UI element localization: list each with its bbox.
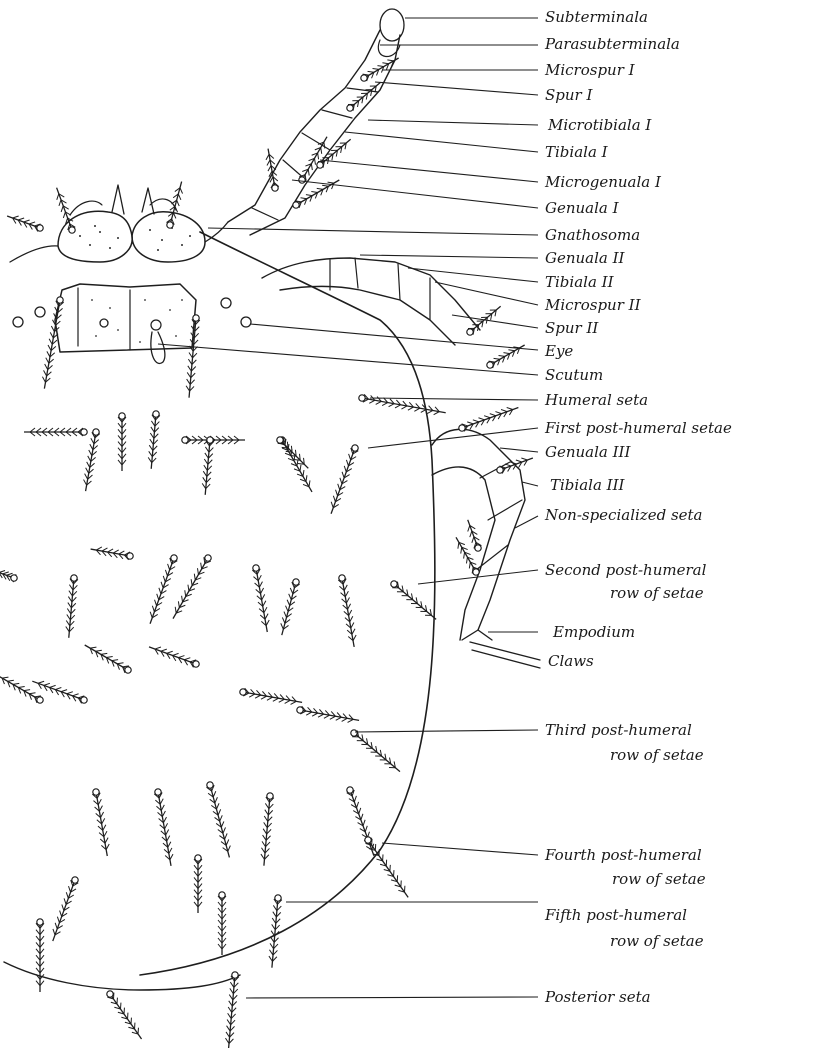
feathered-seta: [154, 789, 173, 866]
feathered-seta: [359, 394, 446, 414]
feathered-seta: [186, 315, 200, 398]
feathered-seta: [150, 555, 177, 624]
labels: Subterminala Parasubterminala Microspur …: [544, 8, 732, 1006]
feathered-seta: [266, 149, 279, 192]
feathered-seta: [279, 437, 312, 492]
feathered-seta: [338, 575, 356, 647]
feathered-seta: [84, 429, 100, 491]
label-spur-2: Spur II: [545, 319, 599, 337]
feathered-seta: [269, 895, 282, 968]
label-fourth-row-of-setae: row of setae: [612, 870, 706, 888]
feathered-seta: [107, 991, 142, 1039]
feathered-seta: [118, 413, 126, 471]
label-third-row-of-setae: row of setae: [610, 746, 704, 764]
feathered-seta: [347, 82, 381, 111]
label-second-post-humeral: Second post-humeral: [545, 561, 707, 579]
feathered-seta: [281, 579, 300, 635]
feathered-seta: [92, 789, 109, 856]
label-genuala-1: Genuala I: [545, 199, 620, 217]
feathered-seta: [459, 407, 519, 431]
label-genuala-3: Genuala III: [545, 443, 631, 461]
feathered-seta: [85, 645, 132, 673]
feathered-seta: [167, 182, 183, 229]
feathered-seta: [91, 547, 134, 560]
label-subterminala: Subterminala: [545, 8, 648, 26]
feathered-seta: [202, 437, 214, 495]
feathered-seta: [0, 570, 17, 582]
body-outline: [140, 232, 435, 975]
feathered-seta: [24, 428, 87, 436]
label-second-row-of-setae: row of setae: [610, 584, 704, 602]
leg-one-drawing: [228, 9, 404, 235]
feathered-seta: [261, 793, 274, 866]
label-tibiala-1: Tibiala I: [545, 143, 609, 161]
leader-lines: [158, 18, 538, 998]
label-third-post-humeral: Third post-humeral: [545, 721, 692, 739]
label-tibiala-3: Tibiala III: [550, 476, 626, 494]
label-eye: Eye: [544, 342, 573, 360]
feathered-seta: [391, 581, 436, 620]
label-claws: Claws: [548, 652, 594, 670]
gnathosoma-drawing: [10, 185, 228, 262]
feathered-seta: [66, 575, 78, 638]
label-empodium: Empodium: [552, 623, 635, 641]
label-spur-1: Spur I: [545, 86, 593, 104]
label-genuala-2: Genuala II: [545, 249, 626, 267]
feathered-seta: [173, 555, 211, 619]
feathered-seta: [331, 445, 358, 514]
feathered-seta: [0, 675, 43, 703]
feathered-seta: [468, 520, 482, 551]
label-posterior-seta: Posterior seta: [544, 988, 651, 1006]
feathered-seta: [240, 688, 302, 704]
label-scutum: Scutum: [545, 366, 603, 384]
label-microspur-1: Microspur I: [544, 61, 636, 79]
feathered-seta: [53, 877, 78, 941]
label-non-specialized-seta: Non-specialized seta: [544, 506, 703, 524]
feathered-seta: [218, 892, 226, 955]
label-fifth-row-of-setae: row of setae: [610, 932, 704, 950]
feathered-seta: [7, 216, 43, 231]
label-tibiala-2: Tibiala II: [545, 273, 615, 291]
label-fifth-post-humeral: Fifth post-humeral: [544, 906, 687, 924]
label-gnathosoma: Gnathosoma: [545, 226, 640, 244]
feathered-seta: [148, 411, 160, 469]
label-microspur-2: Microspur II: [544, 296, 642, 314]
feathered-seta: [365, 837, 408, 898]
feathered-seta: [194, 855, 202, 913]
leg-two-drawing: [262, 258, 480, 345]
feathered-seta: [225, 972, 238, 1048]
feathered-seta: [297, 706, 359, 722]
label-microgenuala-1: Microgenuala I: [544, 173, 662, 191]
label-microtibiala-1: Microtibiala I: [547, 116, 652, 134]
scutum-drawing: [55, 284, 196, 363]
body-setae: [0, 58, 533, 1048]
label-humeral-seta: Humeral seta: [544, 391, 648, 409]
label-first-post-humeral-setae: First post-humeral setae: [544, 419, 732, 437]
label-fourth-post-humeral: Fourth post-humeral: [544, 846, 702, 864]
label-parasubterminala: Parasubterminala: [544, 35, 680, 53]
feathered-seta: [277, 437, 308, 468]
feathered-seta: [206, 782, 230, 858]
feathered-seta: [42, 297, 63, 389]
feathered-seta: [149, 647, 199, 667]
feathered-seta: [351, 730, 400, 772]
feathered-seta: [36, 919, 44, 992]
feathered-seta: [347, 787, 374, 856]
feathered-seta: [252, 565, 269, 632]
eyes: [13, 298, 251, 327]
feathered-seta: [57, 188, 76, 233]
